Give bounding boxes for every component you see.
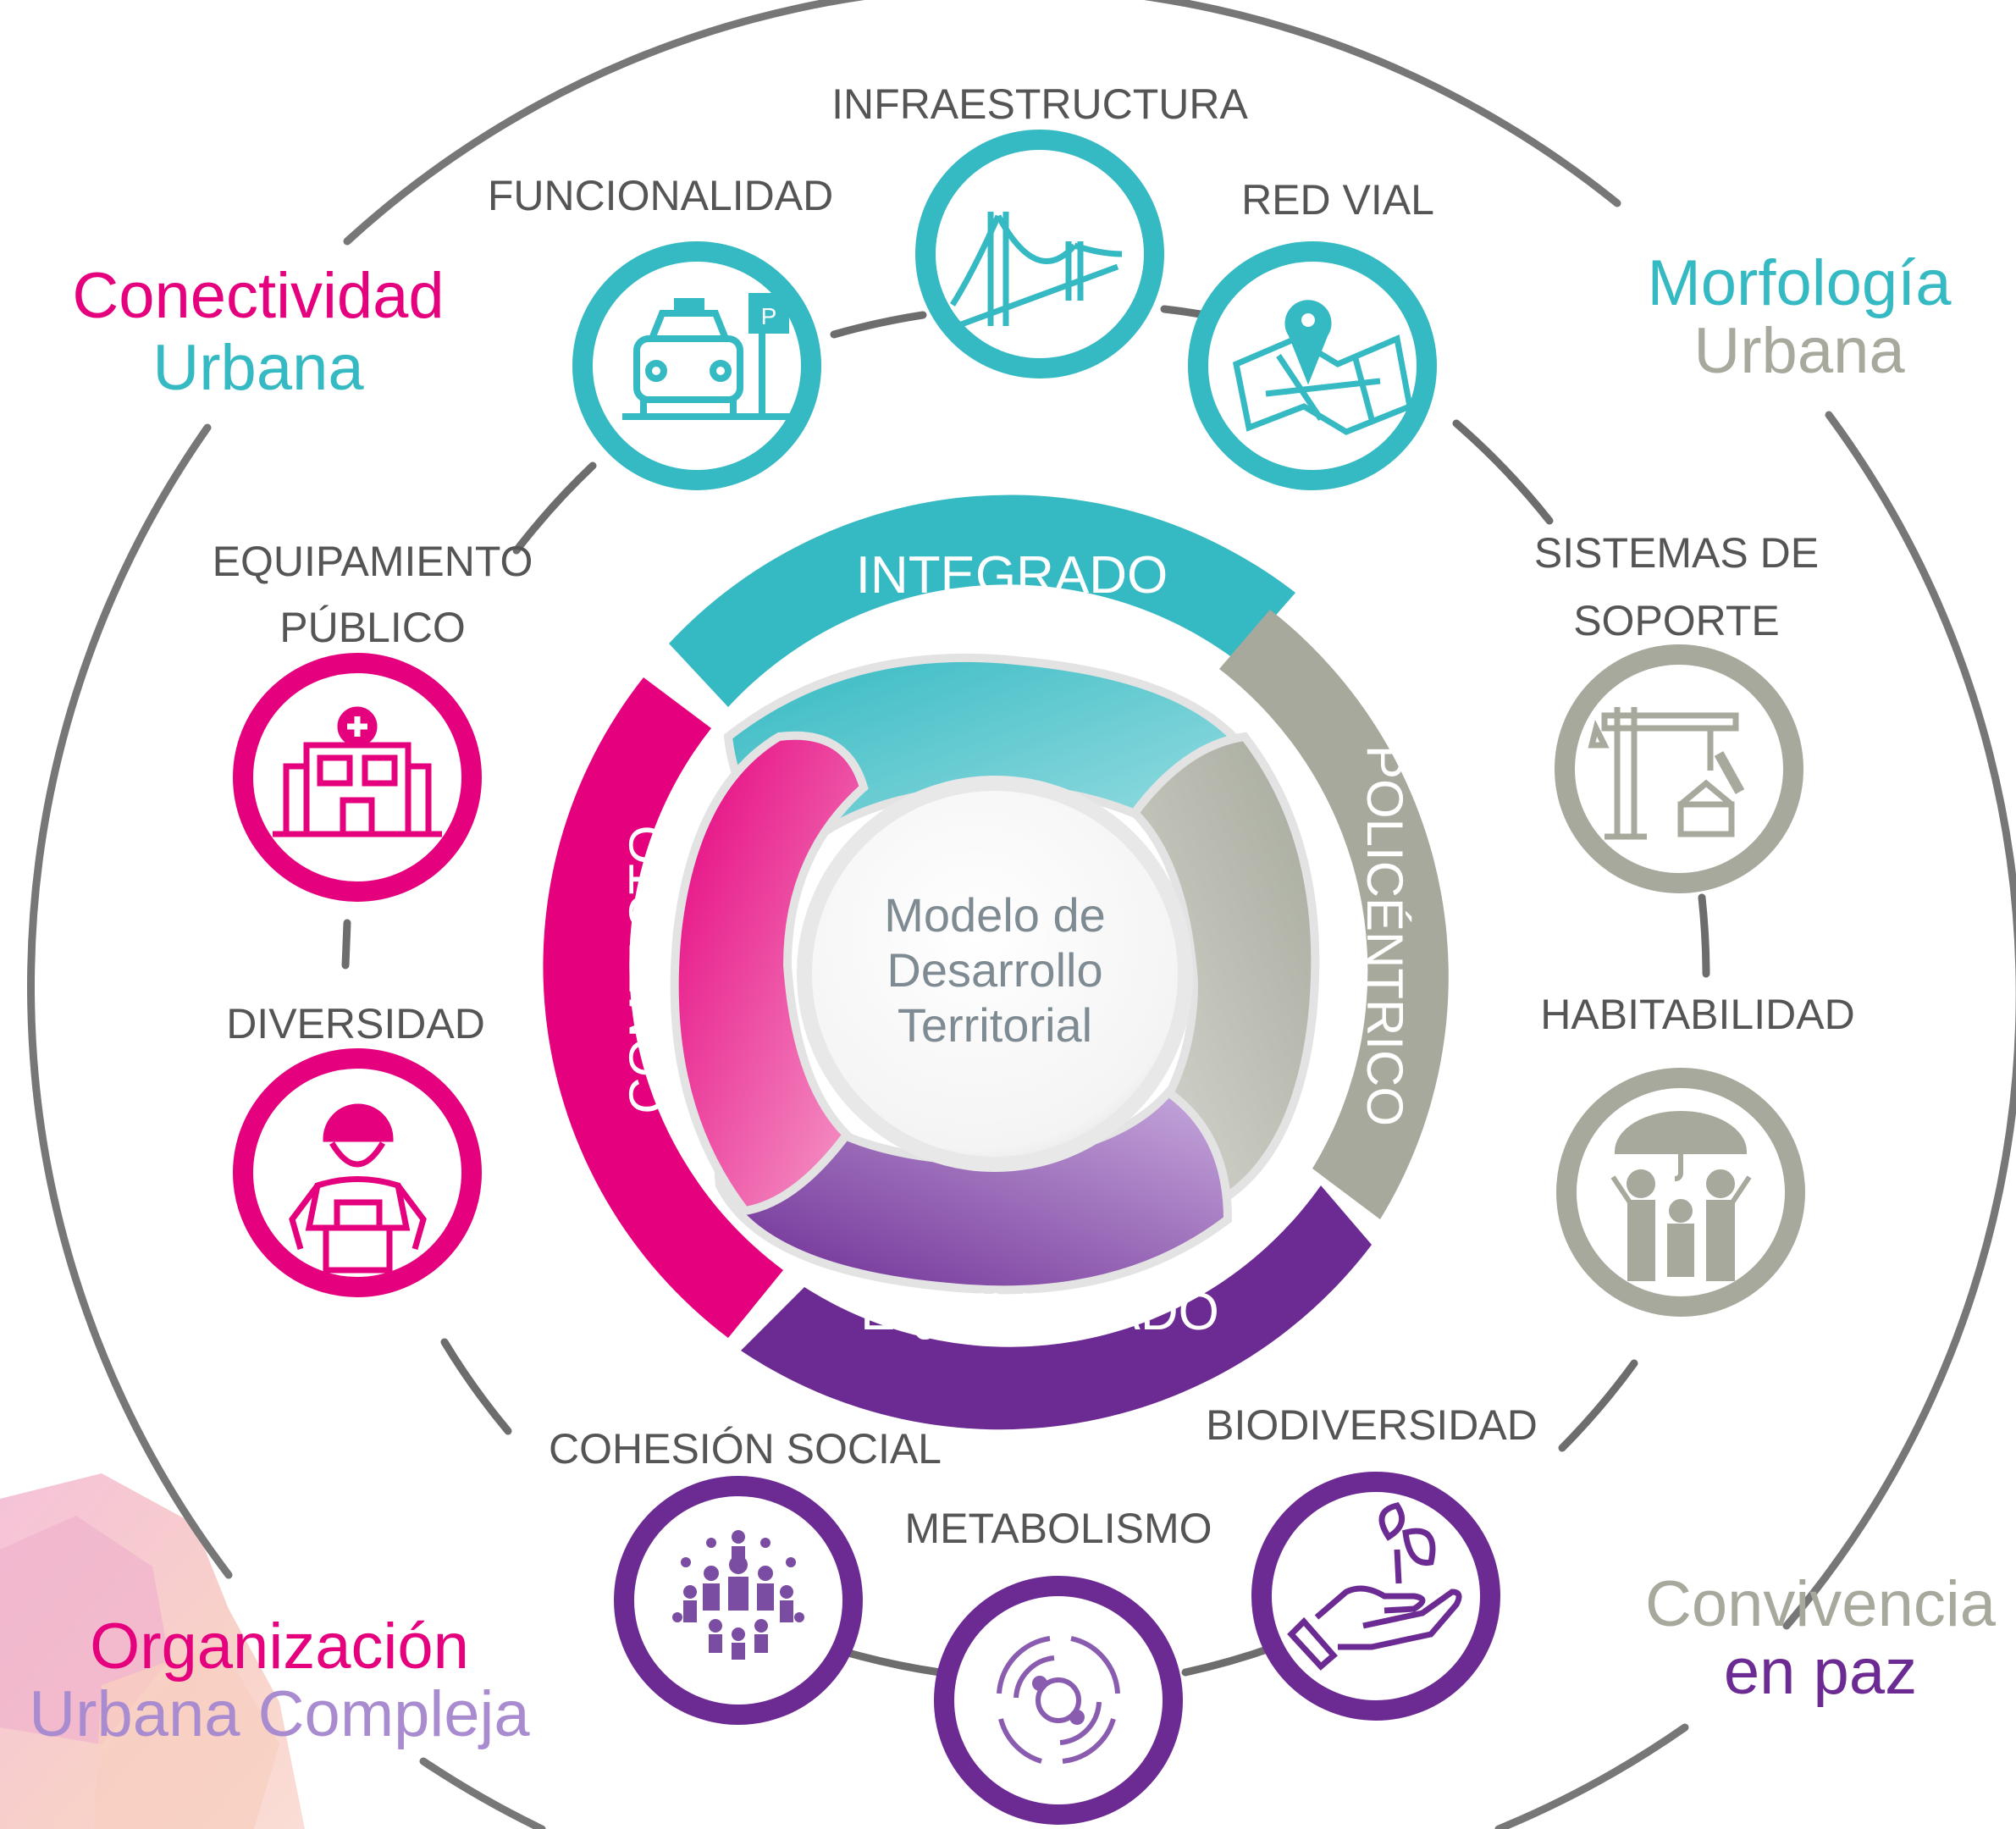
svg-text:P: P xyxy=(761,303,777,329)
label-infraestructura: INFRAESTRUCTURA xyxy=(831,80,1248,128)
node-biodiversidad xyxy=(1251,1472,1500,1721)
central-wheel xyxy=(543,495,1449,1430)
node-cohesion xyxy=(614,1476,863,1725)
segment-top-band xyxy=(669,495,1295,707)
background-decoration xyxy=(0,1473,305,1829)
label-metabolismo: METABOLISMO xyxy=(904,1505,1212,1552)
crane-icon xyxy=(1588,707,1745,840)
label-red-vial: RED VIAL xyxy=(1241,176,1434,224)
segment-left-band xyxy=(543,677,783,1338)
label-publico: PÚBLICO xyxy=(279,604,466,651)
center-label: Modelo de Desarrollo Territorial xyxy=(884,888,1106,1052)
svg-text:Urbana: Urbana xyxy=(152,332,364,404)
svg-text:en paz: en paz xyxy=(1724,1636,1917,1708)
center-disk xyxy=(797,776,1193,1172)
svg-text:Desarrollo: Desarrollo xyxy=(886,943,1102,997)
corner-convivencia: Convivencia en paz xyxy=(1645,1568,1997,1708)
family-umbrella-icon xyxy=(1610,1111,1752,1281)
label-funcionalidad: FUNCIONALIDAD xyxy=(488,172,833,219)
crowd-icon xyxy=(672,1530,804,1660)
node-infraestructura xyxy=(915,130,1164,379)
svg-text:Convivencia: Convivencia xyxy=(1645,1568,1997,1640)
label-cohesion: COHESIÓN SOCIAL xyxy=(549,1425,942,1473)
label-soporte: SOPORTE xyxy=(1573,597,1780,644)
label-biodiversidad: BIODIVERSIDAD xyxy=(1206,1401,1538,1449)
corner-conectividad: Conectividad Urbana xyxy=(72,260,444,404)
worker-icon xyxy=(289,1103,427,1274)
label-sistemas: SISTEMAS DE xyxy=(1534,529,1819,577)
segment-bottom-band xyxy=(741,1185,1372,1430)
svg-text:Urbana: Urbana xyxy=(1693,315,1905,387)
plant-hand-icon xyxy=(1287,1502,1462,1671)
svg-text:Territorial: Territorial xyxy=(898,998,1092,1052)
node-habitabilidad xyxy=(1556,1068,1805,1317)
segment-label-policentrico: POLICÉNTRICO xyxy=(1356,745,1413,1126)
corner-organizacion: Organización Urbana Compleja xyxy=(29,1611,530,1750)
hospital-icon xyxy=(273,706,442,837)
svg-text:Urbana Compleja: Urbana Compleja xyxy=(29,1678,530,1750)
node-equipamiento xyxy=(233,653,482,902)
map-pin-icon xyxy=(1233,300,1413,435)
svg-text:Organización: Organización xyxy=(90,1611,469,1683)
cycle-icon xyxy=(997,1636,1120,1764)
segment-right-band xyxy=(1219,610,1449,1219)
segment-label-compacto: COMPACTO xyxy=(619,825,676,1113)
taxi-parking-icon xyxy=(622,293,792,420)
node-funcionalidad: P xyxy=(572,241,821,490)
label-equipamiento: EQUIPAMIENTO xyxy=(213,538,533,585)
node-diversidad xyxy=(233,1048,482,1297)
node-sistemas xyxy=(1555,644,1803,893)
node-red-vial xyxy=(1188,241,1437,490)
segment-label-equilibrado: EQUILIBRADO xyxy=(860,1283,1219,1341)
segment-label-integrado: INTEGRADO xyxy=(856,546,1168,605)
label-diversidad: DIVERSIDAD xyxy=(226,1000,485,1047)
svg-text:Morfología: Morfología xyxy=(1647,247,1952,319)
corner-morfologia: Morfología Urbana xyxy=(1647,247,1952,387)
label-habitabilidad: HABITABILIDAD xyxy=(1540,991,1854,1038)
outer-ring xyxy=(27,0,2016,1829)
bridge-icon xyxy=(950,212,1123,329)
node-metabolismo xyxy=(934,1576,1183,1825)
svg-text:Modelo de: Modelo de xyxy=(884,888,1106,942)
svg-text:Conectividad: Conectividad xyxy=(72,260,444,332)
inner-ring xyxy=(341,305,1710,1677)
